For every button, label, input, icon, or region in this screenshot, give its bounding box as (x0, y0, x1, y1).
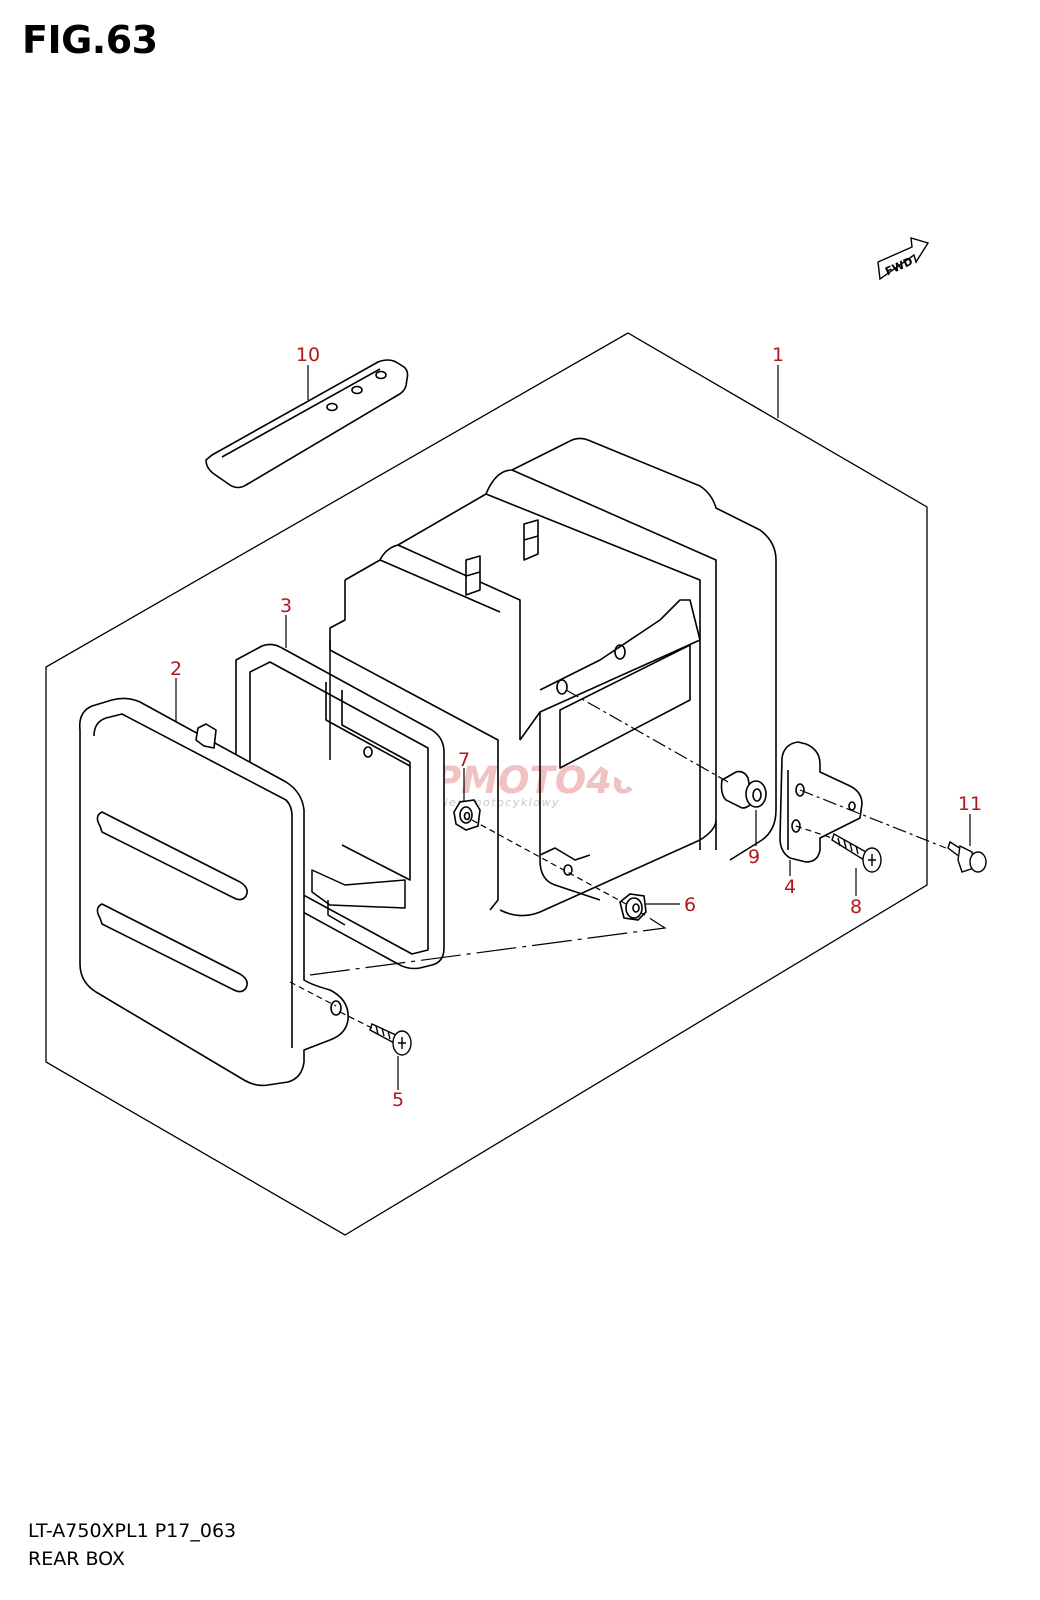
part-5-screw (369, 1023, 412, 1056)
leader-lines (175, 365, 971, 1090)
callout-2: 2 (170, 658, 182, 680)
part-2-lid-panel (78, 697, 349, 1087)
fwd-arrow-icon: FWD (877, 237, 930, 281)
callout-5: 5 (392, 1089, 404, 1111)
callout-8: 8 (850, 896, 862, 918)
part-8-screw (831, 832, 882, 873)
part-10-rail (205, 359, 409, 489)
part-6-washer (619, 893, 647, 921)
callout-3: 3 (280, 595, 292, 617)
figure-title: FIG.63 (22, 18, 158, 62)
callout-10: 10 (296, 344, 320, 366)
inner-frame (311, 640, 406, 926)
callout-4: 4 (784, 876, 796, 898)
part-1-box-body (329, 437, 777, 917)
part-11-bolt (947, 840, 987, 873)
part-7-nut (453, 799, 481, 831)
part-4-bracket (779, 741, 863, 863)
assembly-lines (289, 689, 947, 1029)
callout-11: 11 (958, 793, 982, 815)
callout-7: 7 (458, 749, 470, 771)
model-code: LT-A750XPL1 P17_063 (28, 1520, 237, 1542)
callout-1: 1 (772, 344, 784, 366)
group-name: REAR BOX (28, 1548, 125, 1570)
callouts: 1 2 3 4 5 6 7 8 9 10 11 (170, 344, 982, 1111)
part-9-grommet (720, 770, 767, 809)
callout-9: 9 (748, 846, 760, 868)
callout-6: 6 (684, 894, 696, 916)
assembly-outline (45, 332, 928, 1236)
